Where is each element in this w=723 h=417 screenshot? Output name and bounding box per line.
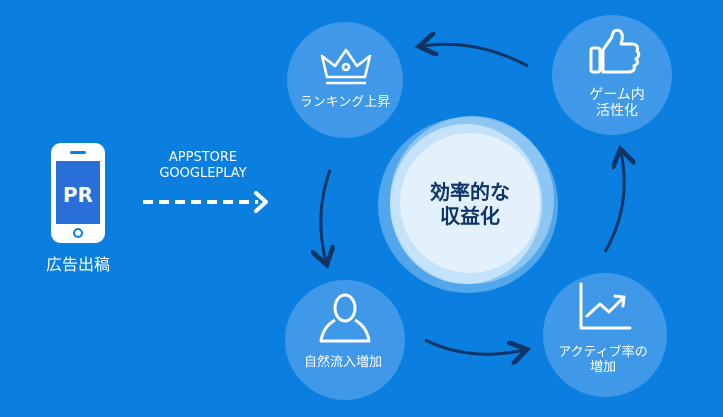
store-label-line2: GOOGLEPLAY xyxy=(159,165,247,181)
dashed-arrow xyxy=(143,191,268,213)
ranking-label: ランキング上昇 xyxy=(299,95,391,110)
center-blob xyxy=(378,116,558,293)
ad-label: 広告出稿 xyxy=(45,255,110,274)
store-label-line1: APPSTORE xyxy=(168,150,238,165)
growth-chart-icon xyxy=(579,282,632,330)
arrow-active-to-ranking xyxy=(422,44,529,68)
active-label-line2: 活性化 xyxy=(596,103,638,120)
active-label-line1: ゲーム内 xyxy=(589,87,645,103)
arrow-ranking-to-inflow xyxy=(321,169,330,262)
store-label: APPSTORE GOOGLEPLAY xyxy=(128,150,278,181)
arrow-inflow-to-engagement xyxy=(424,338,524,354)
active-node-circle xyxy=(552,15,672,135)
thumbs-up-icon xyxy=(589,28,641,74)
center-title-line1: 効率的な xyxy=(430,180,510,204)
engagement-node-circle xyxy=(543,273,667,397)
center-title: 効率的な 収益化 xyxy=(390,180,550,228)
person-icon xyxy=(319,293,371,343)
active-label: ゲーム内 活性化 xyxy=(567,87,667,119)
engagement-label-line2: 増加 xyxy=(589,359,616,375)
crown-icon xyxy=(320,48,372,85)
center-title-line2: 収益化 xyxy=(440,204,500,228)
inflow-label: 自然流入増加 xyxy=(303,355,382,370)
engagement-label-line1: アクティブ率の xyxy=(558,345,648,360)
engagement-label: アクティブ率の 増加 xyxy=(540,345,666,376)
phone-screen-text: PR xyxy=(63,183,93,207)
smartphone-icon: PR xyxy=(51,143,105,243)
arrow-engagement-to-active xyxy=(603,152,624,253)
ranking-node-circle xyxy=(287,22,403,138)
